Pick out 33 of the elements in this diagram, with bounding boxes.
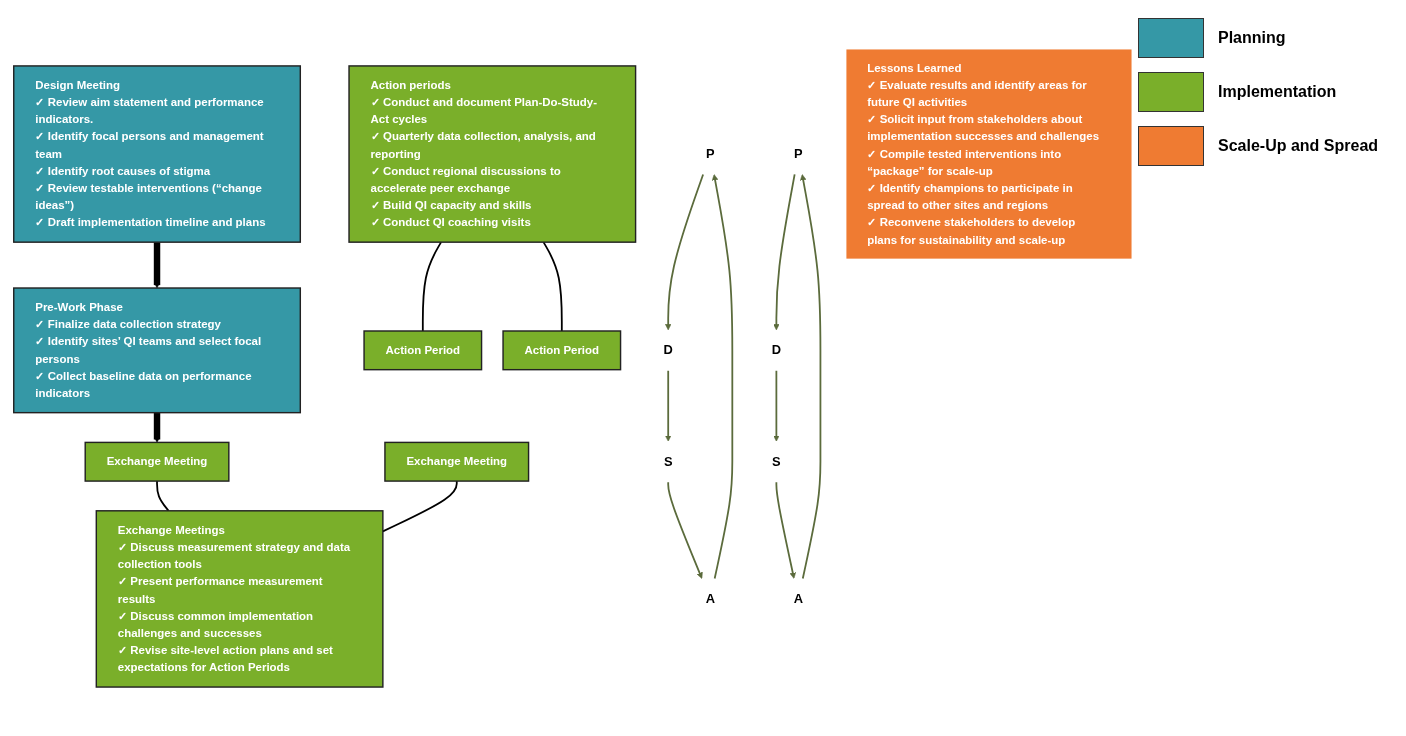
node-box: Exchange Meeting <box>384 441 530 482</box>
node-box: Action periods ✓ Conduct and document Plan-Do-Study-Act cycles ✓ Quarterly data collection, analysis, and reporting ✓ Conduct regional discussions to accelerate peer exchange ✓ Build QI capacity and skills ✓ Conduct QI coaching visits <box>348 65 637 243</box>
arrow <box>153 411 161 443</box>
node-box: Exchange Meeting <box>84 441 230 482</box>
node-text: A <box>705 591 715 606</box>
node-box: Pre-Work Phase ✓ Finalize data collection strategy ✓ Identify sites’ QI teams and select focal persons ✓ Collect baseline data on performance indicators <box>13 287 301 414</box>
node-box: Action Period <box>363 330 483 371</box>
connector <box>542 241 563 332</box>
node-box: Lessons Learned ✓ Evaluate results and identify areas for future QI activities ✓ Solicit input from stakeholders about implementation successes and challenges ✓ Compile tested interventions into “package” for scale-up ✓ Identify champions to participate in spread to other sites and regions ✓ Reconvene stakeholders to develop plans for sustainability and scale-up <box>845 48 1133 261</box>
arrow <box>667 481 703 579</box>
node-text: S <box>772 454 781 469</box>
node-text: D <box>771 342 782 358</box>
arrow <box>773 173 796 331</box>
arrow <box>773 369 780 442</box>
connector <box>156 480 170 512</box>
node-box: Exchange Meetings ✓ Discuss measurement strategy and data collection tools ✓ Present performance measurement results ✓ Discuss common implementation challenges and successes ✓ Revise site-level action plans and set expectations for Action Periods <box>95 510 384 688</box>
node-text: A <box>793 591 804 606</box>
legend-label: Implementation <box>1218 83 1337 101</box>
node-box: Action Period <box>502 330 622 371</box>
legend-label: Planning <box>1218 29 1286 47</box>
arrow <box>712 174 734 580</box>
arrow <box>665 173 704 331</box>
node-box: Design Meeting ✓ Review aim statement and performance indicators. ✓ Identify focal persons and management team ✓ Identify root causes of stigma ✓ Review testable interventions (“change ideas”) ✓ Draft implementation timeline and plans <box>13 65 301 243</box>
node-text: P <box>794 146 803 161</box>
node-text: D <box>663 342 673 358</box>
node-text: S <box>663 454 673 469</box>
legend-label: Scale-Up and Spread <box>1218 137 1379 155</box>
connector <box>421 241 442 332</box>
arrow <box>665 369 672 442</box>
arrow <box>153 242 161 289</box>
arrow <box>800 174 822 580</box>
arrow <box>775 481 796 579</box>
node-text: P <box>705 146 715 161</box>
